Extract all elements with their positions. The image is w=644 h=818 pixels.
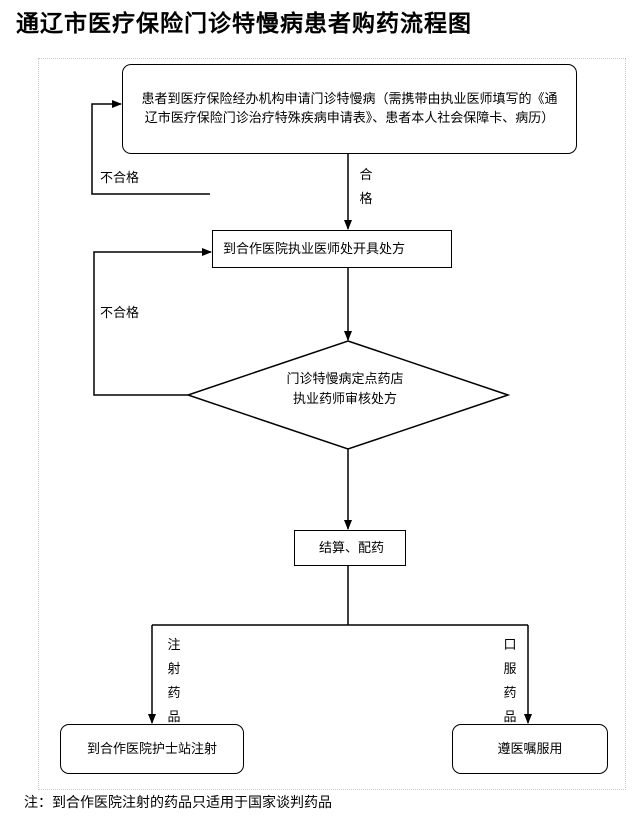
label-reject-1: 不合格 [100, 171, 140, 186]
label-pass-char: 格 [359, 192, 373, 207]
label-oral-char: 口 [503, 638, 517, 653]
node-oral: 遵医嘱服用 [452, 724, 608, 774]
label-oral-drug: 口 服 药 品 [502, 634, 518, 730]
diagram-frame [38, 58, 626, 790]
review-line-2: 执业药师审核处方 [292, 392, 397, 407]
footnote: 注：到合作医院注射的药品只适用于国家谈判药品 [24, 795, 332, 811]
loop-reject-1 [91, 100, 210, 195]
node-apply: 患者到医疗保险经办机构申请门诊特慢病（需携带由执业医师填写的《通辽市医疗保险门诊… [122, 64, 577, 154]
label-oral-char: 服 [503, 662, 517, 677]
label-oral-char: 品 [503, 710, 517, 725]
node-injection: 到合作医院护士站注射 [60, 724, 244, 774]
label-reject-2: 不合格 [100, 306, 140, 321]
loop-reject-2 [93, 248, 212, 396]
label-pass: 合 格 [358, 164, 374, 212]
node-settle: 结算、配药 [294, 530, 406, 566]
node-prescribe: 到合作医院执业医师处开具处方 [212, 230, 452, 268]
label-injection-char: 品 [167, 710, 181, 725]
page-title: 通辽市医疗保险门诊特慢病患者购药流程图 [16, 11, 472, 37]
review-line-1: 门诊特慢病定点药店 [286, 372, 404, 387]
label-injection-drug: 注 射 药 品 [166, 634, 182, 730]
label-injection-char: 注 [167, 638, 181, 653]
node-review-text: 门诊特慢病定点药店 执业药师审核处方 [240, 370, 450, 410]
label-oral-char: 药 [503, 686, 517, 701]
label-pass-char: 合 [359, 168, 373, 183]
label-injection-char: 药 [167, 686, 181, 701]
label-injection-char: 射 [167, 662, 181, 677]
